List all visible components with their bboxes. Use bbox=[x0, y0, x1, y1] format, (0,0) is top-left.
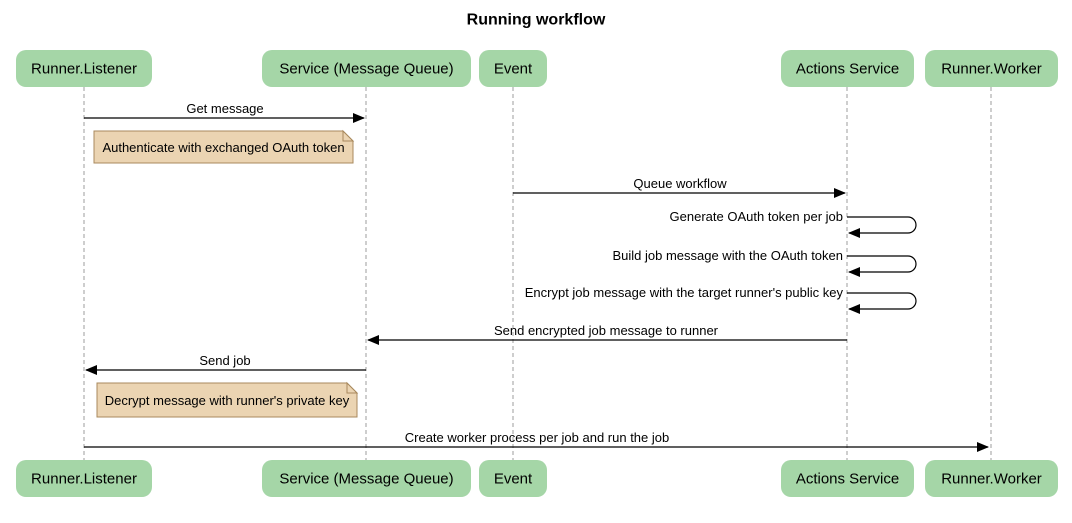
note-authenticate bbox=[93, 130, 354, 164]
actor-box-runner-listener-top bbox=[16, 50, 152, 87]
actor-top-runner-listener: Runner.Listener bbox=[16, 50, 152, 87]
actor-top-event: Event bbox=[479, 50, 547, 87]
note-decrypt-fold-icon bbox=[346, 381, 359, 394]
actor-label-service-message-queue-bottom: Service (Message Queue) bbox=[279, 471, 453, 488]
actor-bottom-service-message-queue: Service (Message Queue) bbox=[262, 460, 471, 497]
actor-box-event-bottom bbox=[479, 460, 547, 497]
note-decrypt bbox=[96, 382, 358, 418]
actor-label-service-message-queue-top: Service (Message Queue) bbox=[279, 61, 453, 78]
message-label-generate-oauth-token: Generate OAuth token per job bbox=[670, 209, 843, 224]
self-loop-build-job-message bbox=[847, 255, 917, 277]
actor-box-service-message-queue-bottom bbox=[262, 460, 471, 497]
actor-box-actions-service-top bbox=[781, 50, 914, 87]
actor-box-runner-listener-bottom bbox=[16, 460, 152, 497]
message-label-queue-workflow: Queue workflow bbox=[633, 176, 727, 191]
actor-box-service-message-queue-top bbox=[262, 50, 471, 87]
actor-bottom-runner-listener: Runner.Listener bbox=[16, 460, 152, 497]
note-decrypt-label: Decrypt message with runner's private ke… bbox=[105, 393, 350, 408]
actor-bottom-event: Event bbox=[479, 460, 547, 497]
actor-box-runner-worker-top bbox=[925, 50, 1058, 87]
message-label-send-encrypted-job-message: Send encrypted job message to runner bbox=[494, 323, 719, 338]
actor-box-runner-worker-bottom bbox=[925, 460, 1058, 497]
actor-label-actions-service-bottom: Actions Service bbox=[796, 471, 899, 488]
actor-label-event-top: Event bbox=[494, 61, 533, 78]
actor-label-runner-worker-bottom: Runner.Worker bbox=[941, 471, 1042, 488]
actor-bottom-runner-worker: Runner.Worker bbox=[925, 460, 1058, 497]
actor-box-event-top bbox=[479, 50, 547, 87]
note-authenticate-fold-icon bbox=[342, 129, 355, 142]
actor-top-runner-worker: Runner.Worker bbox=[925, 50, 1058, 87]
actor-label-event-bottom: Event bbox=[494, 471, 533, 488]
message-label-get-message: Get message bbox=[186, 101, 263, 116]
actor-box-actions-service-bottom bbox=[781, 460, 914, 497]
actor-top-actions-service: Actions Service bbox=[781, 50, 914, 87]
actor-label-actions-service-top: Actions Service bbox=[796, 61, 899, 78]
actor-label-runner-listener-bottom: Runner.Listener bbox=[31, 471, 137, 488]
actor-top-service-message-queue: Service (Message Queue) bbox=[262, 50, 471, 87]
actor-label-runner-worker-top: Runner.Worker bbox=[941, 61, 1042, 78]
self-loop-encrypt-job-message bbox=[847, 292, 917, 314]
message-label-create-worker-process: Create worker process per job and run th… bbox=[405, 430, 669, 445]
message-label-encrypt-job-message: Encrypt job message with the target runn… bbox=[525, 285, 844, 300]
actor-label-runner-listener-top: Runner.Listener bbox=[31, 61, 137, 78]
note-authenticate-label: Authenticate with exchanged OAuth token bbox=[102, 140, 344, 155]
message-label-send-job: Send job bbox=[199, 353, 250, 368]
diagram-title: Running workflow bbox=[467, 12, 606, 29]
actor-bottom-actions-service: Actions Service bbox=[781, 460, 914, 497]
message-label-build-job-message: Build job message with the OAuth token bbox=[612, 248, 843, 263]
self-loop-generate-oauth-token bbox=[847, 216, 917, 238]
